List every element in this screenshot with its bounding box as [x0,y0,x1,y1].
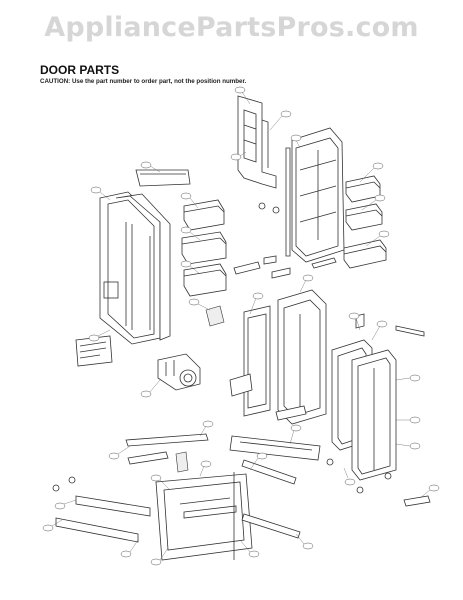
page-title: DOOR PARTS [40,63,120,77]
door-frame-lower-right [331,339,397,481]
drawer-rails-left [52,476,151,543]
trim-bar-center [229,435,321,461]
door-liner-panel-top [237,95,277,189]
caution-note: CAUTION: Use the part number to order pa… [40,78,247,85]
top-shelf-bar [135,169,191,187]
door-bins-right [343,175,387,269]
door-bins-left [181,199,227,327]
door-frame-center [243,289,327,425]
reference-leaders [42,86,440,566]
door-assembly-left [99,191,171,345]
watermark-logo: AppliancePartsPros.com [44,12,419,43]
door-frame-upper-right [285,127,345,263]
freezer-drawer-front [155,473,253,561]
drawer-rails-right [233,459,301,560]
trim-bars-lower-left [125,433,209,473]
hinge-hardware-middle [233,202,337,279]
ice-maker-unit [157,353,201,391]
bracket-middle [229,373,307,421]
